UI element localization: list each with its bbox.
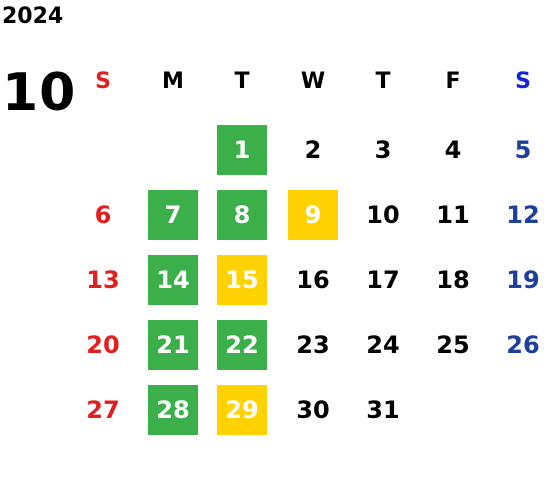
weekday-header-4: T [375,69,391,94]
day-cell-14[interactable]: 14 [148,255,198,305]
day-cell-21[interactable]: 21 [148,320,198,370]
weekday-header-5: F [445,69,461,94]
day-cell-10[interactable]: 10 [366,201,400,229]
day-cell-24[interactable]: 24 [366,331,400,359]
day-cell-4[interactable]: 4 [444,136,462,164]
day-cell-22[interactable]: 22 [217,320,267,370]
day-cell-19[interactable]: 19 [506,266,540,294]
day-cell-1[interactable]: 1 [217,125,267,175]
day-cell-30[interactable]: 30 [296,396,330,424]
day-cell-26[interactable]: 26 [506,331,540,359]
day-cell-7[interactable]: 7 [148,190,198,240]
weekday-header-6: S [515,69,531,94]
day-cell-2[interactable]: 2 [304,136,322,164]
weekday-header-0: S [95,69,111,94]
weekday-header-2: T [234,69,250,94]
day-cell-28[interactable]: 28 [148,385,198,435]
year-label: 2024 [2,4,64,29]
day-cell-3[interactable]: 3 [374,136,392,164]
day-cell-25[interactable]: 25 [436,331,470,359]
day-cell-11[interactable]: 11 [436,201,470,229]
day-cell-6[interactable]: 6 [94,201,112,229]
weekday-header-1: M [162,69,184,94]
day-cell-9[interactable]: 9 [288,190,338,240]
day-cell-8[interactable]: 8 [217,190,267,240]
day-cell-5[interactable]: 5 [514,136,532,164]
day-cell-29[interactable]: 29 [217,385,267,435]
day-cell-16[interactable]: 16 [296,266,330,294]
day-cell-31[interactable]: 31 [366,396,400,424]
weekday-header-3: W [300,69,326,94]
day-cell-27[interactable]: 27 [86,396,120,424]
day-cell-15[interactable]: 15 [217,255,267,305]
day-cell-13[interactable]: 13 [86,266,120,294]
day-cell-20[interactable]: 20 [86,331,120,359]
day-cell-18[interactable]: 18 [436,266,470,294]
day-cell-17[interactable]: 17 [366,266,400,294]
day-cell-12[interactable]: 12 [506,201,540,229]
day-cell-23[interactable]: 23 [296,331,330,359]
month-number: 10 [2,63,77,123]
